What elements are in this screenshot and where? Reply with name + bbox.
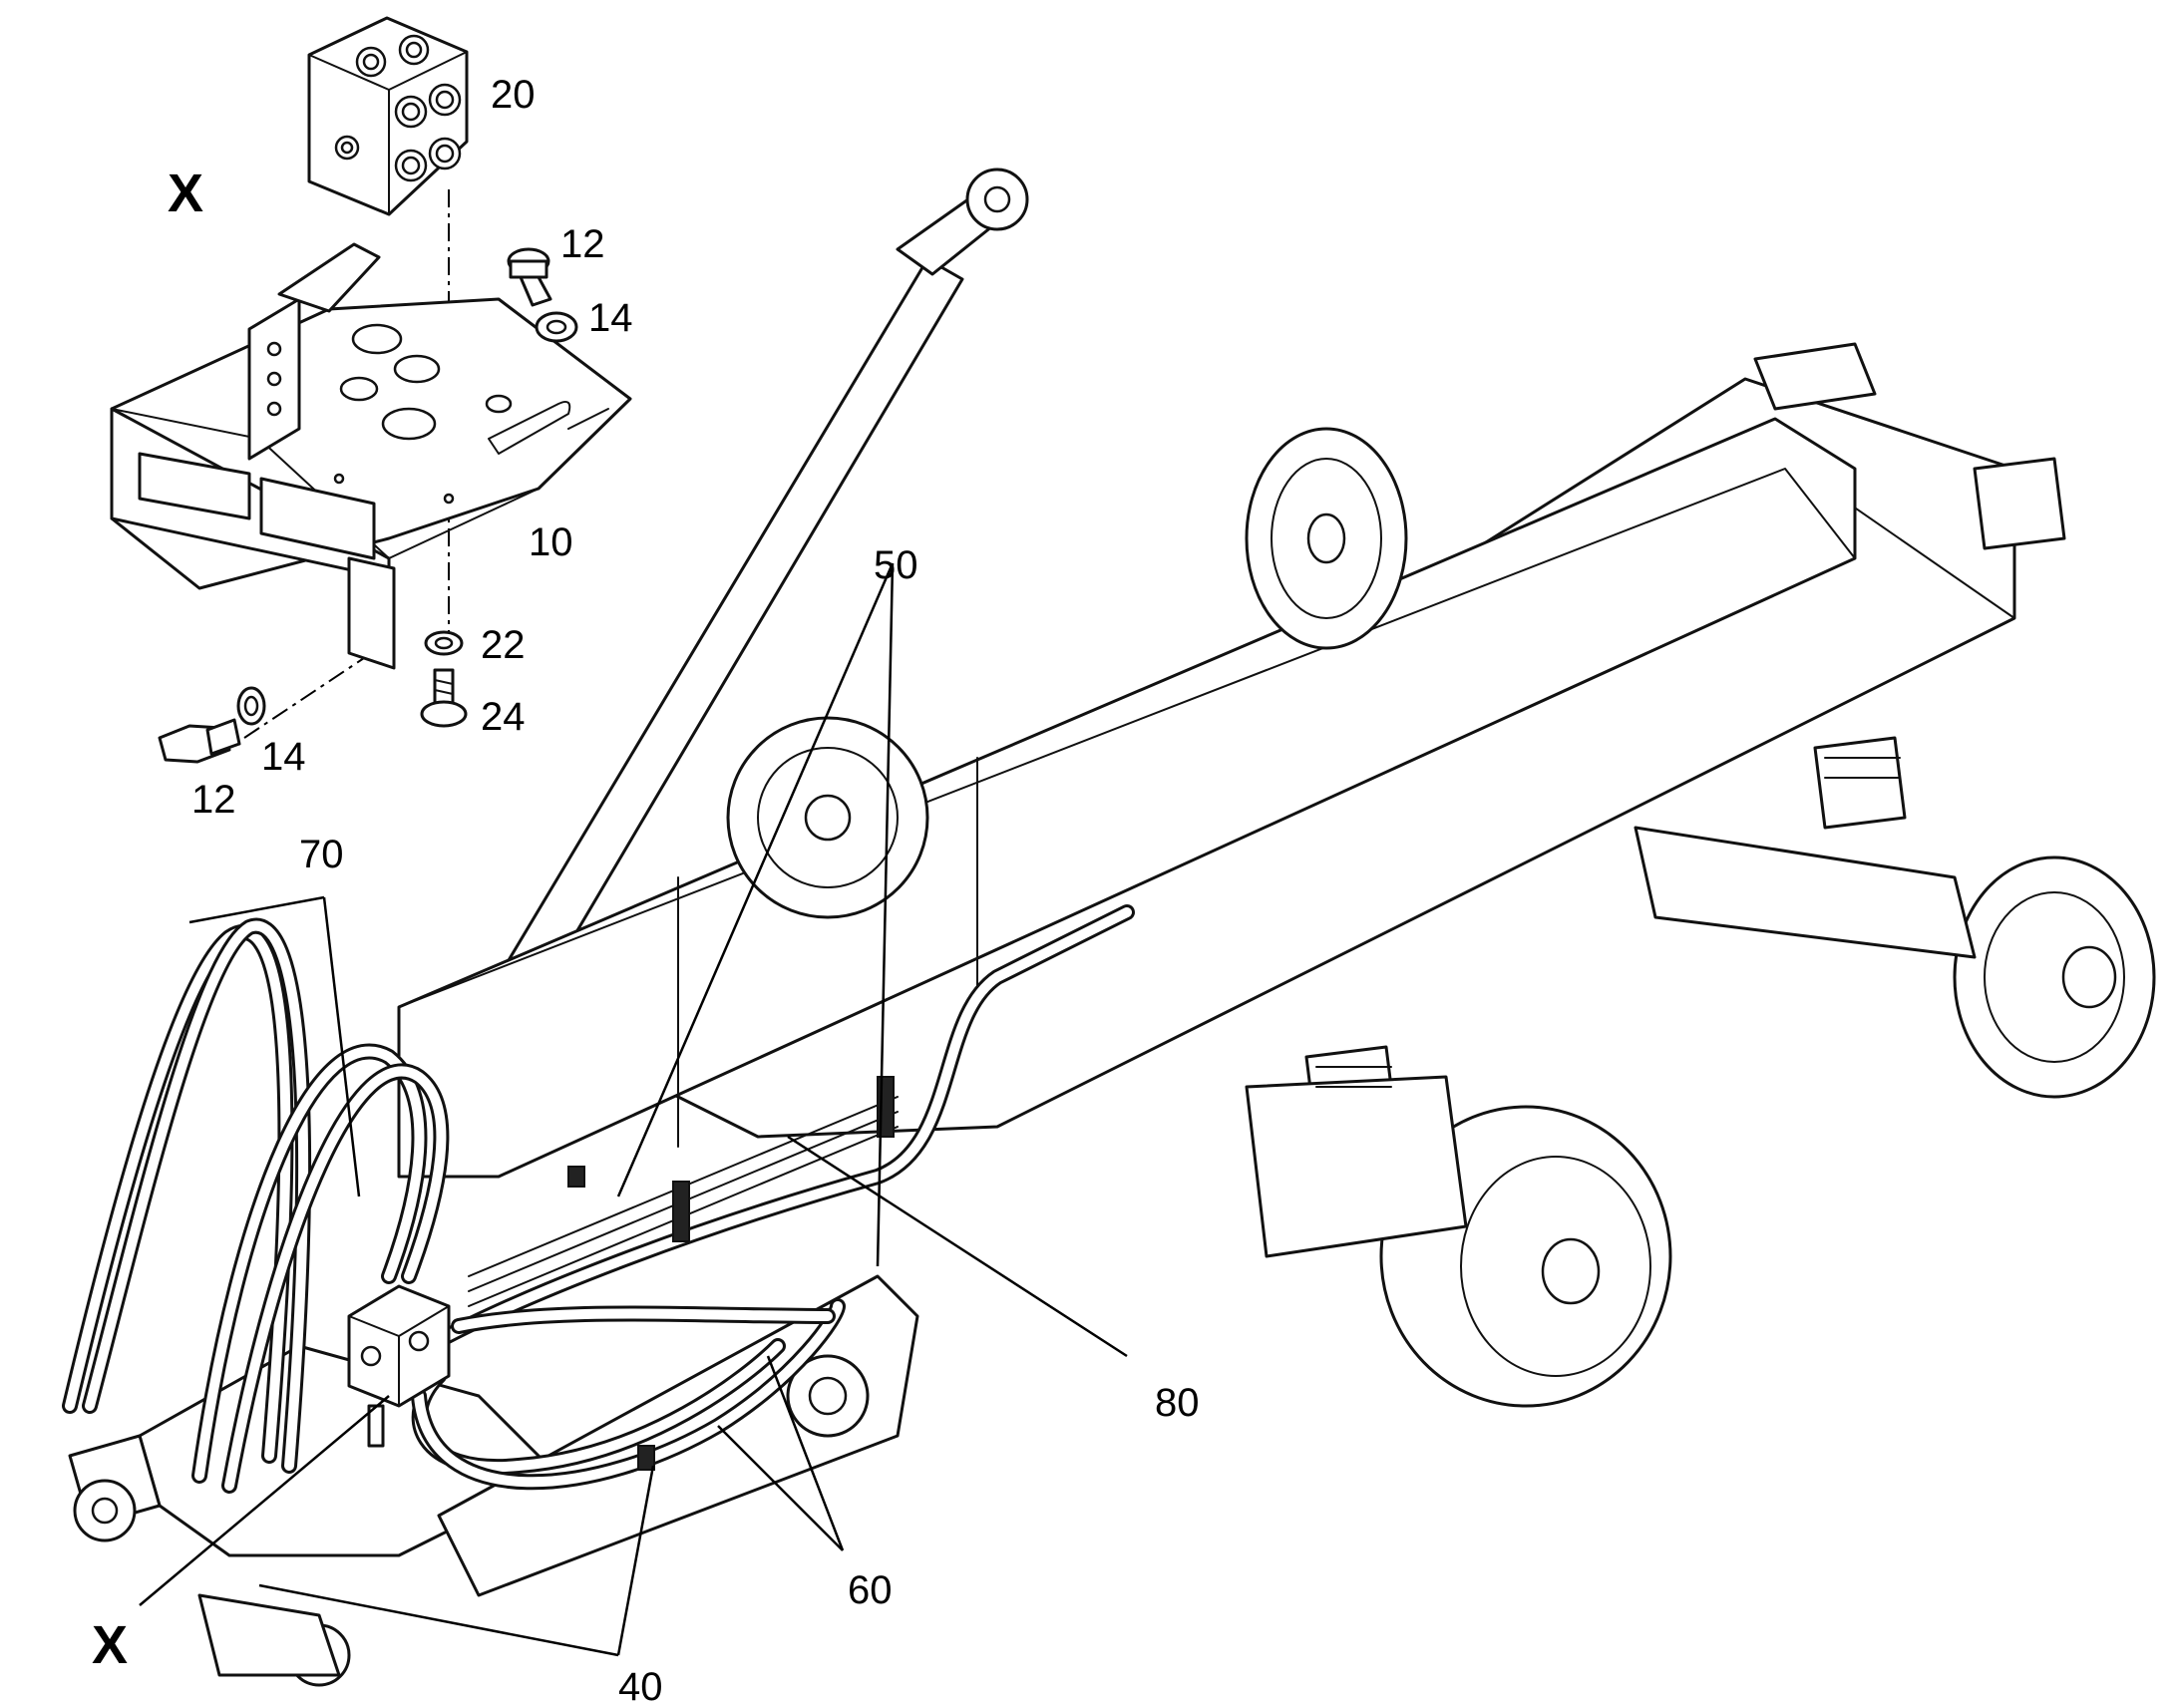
callout-14-top: 14 bbox=[588, 296, 633, 340]
callout-20: 20 bbox=[491, 73, 536, 117]
assembly-axis-side bbox=[243, 657, 365, 739]
view-mark-bottom: X bbox=[92, 1615, 128, 1675]
callout-50: 50 bbox=[874, 543, 918, 587]
callout-12-top: 12 bbox=[560, 222, 605, 266]
callout-70: 70 bbox=[299, 833, 344, 876]
valve-block bbox=[307, 16, 469, 216]
main-assembly bbox=[62, 168, 2156, 1687]
mounting-bracket bbox=[110, 242, 632, 670]
callout-14-bottom: 14 bbox=[261, 735, 306, 779]
view-mark-top: X bbox=[168, 164, 203, 223]
callout-22: 22 bbox=[481, 623, 526, 667]
washer-14-bottom bbox=[236, 686, 266, 726]
callout-24: 24 bbox=[481, 695, 526, 739]
callout-12-bottom: 12 bbox=[191, 778, 236, 822]
bolt-12-top bbox=[507, 247, 552, 307]
leader-lines bbox=[139, 562, 1128, 1657]
callout-80: 80 bbox=[1155, 1381, 1200, 1425]
rear-axle bbox=[1245, 736, 1977, 1258]
wheel-hub-right bbox=[1953, 855, 2156, 1099]
distribution-block bbox=[347, 1284, 451, 1448]
main-boom bbox=[397, 417, 1857, 1179]
callout-60: 60 bbox=[848, 1568, 893, 1612]
detail-view-x bbox=[110, 16, 632, 764]
washer-14-top bbox=[535, 311, 578, 343]
hose-bundle bbox=[62, 904, 1135, 1494]
callout-10: 10 bbox=[529, 520, 573, 564]
callout-labels: X X 20 12 14 10 22 24 14 12 50 70 80 60 … bbox=[92, 73, 1200, 1708]
wheel-hub-middle bbox=[726, 716, 929, 919]
wheel-hub-rear-top bbox=[1245, 427, 1408, 650]
bolt-12-bottom bbox=[158, 718, 241, 764]
washer-22 bbox=[424, 630, 464, 656]
bolt-24 bbox=[420, 668, 468, 728]
callout-40: 40 bbox=[618, 1665, 663, 1708]
